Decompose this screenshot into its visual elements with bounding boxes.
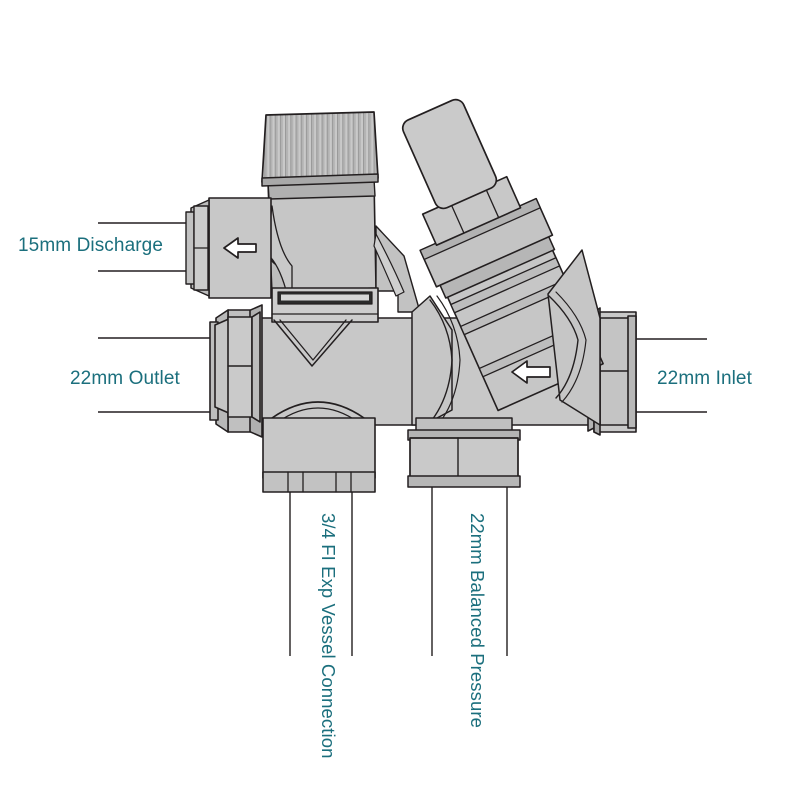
safety-valve-cap <box>261 111 379 187</box>
inlet-flow-arrow <box>511 360 551 384</box>
label-inlet: 22mm Inlet <box>657 368 753 389</box>
prv-left-junction <box>411 295 461 426</box>
safety-relief-valve <box>261 111 421 367</box>
label-expansion-vessel: 3/4 FI Exp Vessel Connection <box>318 513 339 759</box>
inlet-nut <box>587 307 637 436</box>
valve-assembly <box>185 98 637 493</box>
leader-lines <box>98 222 707 656</box>
balanced-pressure-port <box>407 417 521 488</box>
discharge-port <box>185 197 272 299</box>
outlet-nut <box>209 304 263 438</box>
relief-valve-slot-block <box>271 287 379 323</box>
label-balanced-pressure: 22mm Balanced Pressure <box>467 513 488 728</box>
prv-body-junction <box>547 249 601 426</box>
label-discharge: 15mm Discharge <box>18 235 163 256</box>
expansion-vessel-connection <box>262 401 376 493</box>
label-outlet: 22mm Outlet <box>70 368 180 389</box>
discharge-flow-arrow <box>223 237 257 259</box>
